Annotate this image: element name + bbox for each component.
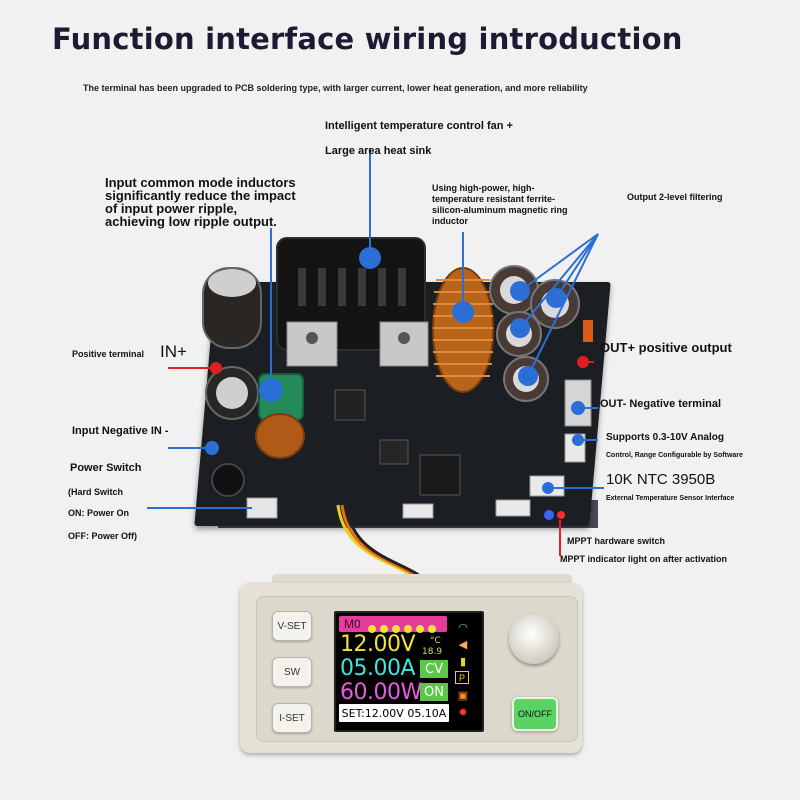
fan-slot: [298, 268, 306, 306]
wifi-icon: ◠: [458, 621, 468, 634]
power-readout: 60.00W: [340, 680, 422, 705]
set-line: SET:12.00V 05.10A: [339, 704, 449, 722]
label-in-plus: IN+: [160, 342, 187, 361]
label-heat-sink: Large area heat sink: [325, 145, 432, 157]
status-dot: [380, 625, 388, 633]
terminal-block: [564, 379, 592, 427]
adjust-knob[interactable]: [509, 614, 559, 664]
speaker-icon: ◀: [458, 638, 468, 651]
temperature-unit: °C: [430, 636, 441, 646]
page-title: Function interface wiring introduction: [52, 22, 683, 56]
fuse: [583, 320, 593, 342]
status-dots: [368, 620, 440, 638]
connector: [495, 499, 531, 517]
label-fan: Intelligent temperature control fan +: [325, 120, 513, 132]
label-input-inductor: Input common mode inductors significantl…: [105, 175, 296, 229]
sw-button[interactable]: SW: [272, 657, 312, 687]
callout-dots-red: [210, 356, 589, 374]
label-power-switch: Power Switch: [70, 462, 142, 474]
on-status: ON: [420, 683, 448, 701]
label-ntc: 10K NTC 3950B: [606, 471, 716, 488]
current-readout: 05.00A: [340, 656, 416, 681]
label-analog: Supports 0.3-10V Analog: [606, 432, 724, 443]
label-mppt-light: MPPT indicator light on after activation: [560, 554, 728, 564]
label-out-minus: OUT- Negative terminal: [600, 398, 722, 410]
label-input-negative: Input Negative IN -: [72, 425, 169, 437]
buzzer: [211, 463, 245, 497]
v-set-button[interactable]: V-SET: [272, 611, 312, 641]
chip: [419, 454, 461, 496]
callout-lines: [147, 148, 604, 509]
label-ring-inductor: Using high-power, high- temperature resi…: [432, 183, 568, 226]
onoff-button[interactable]: ON/OFF: [512, 697, 558, 731]
label-positive-terminal: Positive terminal: [72, 349, 145, 359]
label-ntc-sub: External Temperature Sensor Interface: [606, 495, 735, 502]
label-power-on: ON: Power On: [68, 508, 130, 518]
mode-indicator: M0: [344, 617, 361, 631]
fan-slot: [378, 268, 386, 306]
lock-icon: ▣: [457, 689, 469, 702]
battery-icon: ▮: [459, 655, 467, 668]
i-set-button[interactable]: I-SET: [272, 703, 312, 733]
page-subtitle: The terminal has been upgraded to PCB so…: [83, 83, 588, 93]
status-dot: [428, 625, 436, 633]
label-power-off: OFF: Power Off): [68, 531, 137, 541]
label-out-plus: OUT+ positive output: [600, 340, 732, 355]
temperature-readout: °C 18.9: [418, 636, 442, 658]
chip: [379, 439, 409, 465]
status-dot: [392, 625, 400, 633]
voltage-readout: 12.00V: [340, 632, 416, 657]
mosfet-hole: [398, 332, 410, 344]
cv-status: CV: [420, 660, 448, 678]
protect-icon: P: [455, 671, 469, 684]
sun-icon: ✹: [458, 706, 468, 719]
label-hard-switch: (Hard Switch: [68, 487, 124, 497]
callout-dots: [205, 247, 585, 494]
chip: [334, 389, 366, 421]
connector: [402, 503, 434, 519]
label-output-filter: Output 2-level filtering: [627, 192, 723, 202]
inductor-coil: [255, 413, 305, 459]
mppt-led: [544, 510, 554, 520]
mosfet-hole: [306, 332, 318, 344]
temperature-value: 18.9: [422, 647, 443, 657]
fan-slot: [358, 268, 366, 306]
label-mppt-switch: MPPT hardware switch: [567, 536, 666, 546]
fan-slot: [398, 268, 406, 306]
status-dot: [416, 625, 424, 633]
status-dot: [404, 625, 412, 633]
fan-slot: [318, 268, 326, 306]
status-dot: [368, 625, 376, 633]
fan-slot: [338, 268, 346, 306]
label-analog-sub: Control, Range Configurable by Software: [606, 452, 743, 459]
